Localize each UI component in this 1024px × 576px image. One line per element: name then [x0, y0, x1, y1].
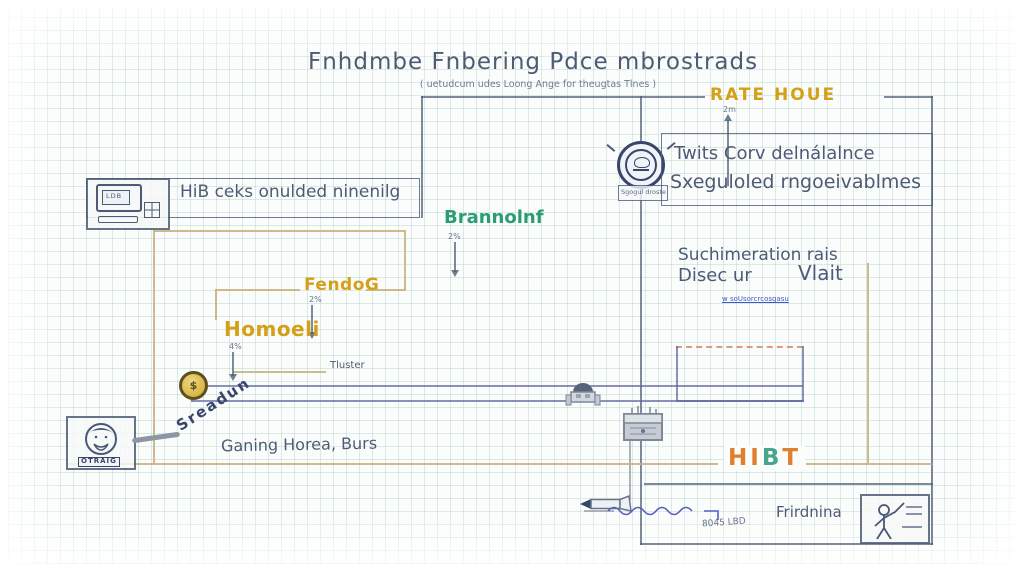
badge-seal-icon [617, 141, 665, 189]
robot-icon [565, 383, 601, 406]
dashed-top-wire [676, 346, 803, 348]
bus-wire-lower [191, 400, 804, 402]
monitor-screen-label: LDB [106, 192, 123, 200]
monitor-icon: LDB [90, 180, 168, 228]
frindning-label: Frirdnina [776, 503, 842, 521]
right-edge-wire [931, 96, 933, 545]
homoel-arrow-down-icon [229, 374, 237, 381]
suchimeration-line2-left: Disec ur [678, 265, 752, 286]
server-to-pen-wire [629, 441, 631, 500]
diagram-subtitle: ( uetudcum udes Loong Ange for theugtas … [419, 79, 657, 90]
title-box-left-wire [421, 96, 423, 218]
bottom-edge-wire [640, 543, 933, 545]
homoel-label: Homoeli [224, 317, 320, 341]
graph-paper-canvas: Fnhdmbe Fnbering Pdce mbrostrads ( uetud… [8, 8, 1016, 564]
branmlnf-annotation: 2% [448, 232, 461, 241]
frindning-annotation: 8045 LBD [701, 516, 747, 530]
homoel-arrow-wire [232, 352, 234, 376]
fendog-wire-left [215, 289, 300, 291]
signature-squiggle [607, 506, 719, 520]
server-icon [623, 406, 663, 441]
ganing-label: Ganing Horea, Burs [220, 433, 378, 456]
coin-icon: $ [179, 371, 208, 400]
monitor-caption: HiB ceks onulded ninenilg [180, 182, 401, 202]
tluster-wire [233, 371, 326, 373]
twits-box [661, 133, 933, 206]
bottom-strip-top-wire [644, 483, 933, 485]
hibt-part2: B [761, 445, 783, 471]
tan-right-vertical [404, 230, 406, 290]
badge-tick-left [606, 143, 616, 152]
bottom-tan-wire-left [68, 463, 718, 465]
arrow-up-icon [724, 114, 732, 121]
rate-arrow-wire [727, 120, 729, 186]
rate-houe-label: RATE HOUE [710, 85, 837, 105]
badge-caption: Sgogul droste [621, 188, 666, 196]
homoel-annotation: 4% [229, 342, 242, 351]
hibt-part1: HI [728, 445, 762, 471]
fendog-annotation: 2% [309, 295, 322, 304]
dashed-box-left-wire [676, 346, 678, 400]
fendog-wire-right [366, 289, 406, 291]
branmlnf-arrow-wire [454, 242, 456, 272]
branmlnf-label: Brannolnf [444, 207, 544, 228]
bottom-tan-wire-right [806, 463, 932, 465]
fendog-label: FendoG [304, 275, 380, 295]
diagram-title: Fnhdmbe Fnbering Pdce mbrostrads [308, 49, 759, 75]
tan-top-horizontal [153, 230, 405, 232]
top-wire-right [884, 96, 933, 98]
rate-annotation: 2m [723, 105, 736, 114]
twits-line2: Sxeguloled rngoeivablmes [670, 171, 921, 193]
top-wire-left [421, 96, 705, 98]
presenter-box [860, 494, 930, 544]
person-caption: OTRAIG [78, 457, 120, 467]
homoel-drop-wire [215, 289, 217, 320]
dashed-box-right-wire [802, 346, 804, 400]
hibt-label: HIBT [724, 445, 806, 472]
coin-symbol: $ [189, 379, 198, 392]
badge-caption-box: Sgogul droste [618, 185, 668, 201]
vlait-drop-wire [867, 263, 869, 463]
suchimeration-line1: Suchimeration rais [678, 245, 838, 265]
fendog-arrow-down-icon [308, 332, 316, 339]
person-avatar-icon [85, 423, 117, 455]
suchimeration-link: w soUsorcrcosgasu [722, 295, 789, 303]
presenter-drawing-icon [874, 502, 922, 540]
branmlnf-arrow-down-icon [451, 270, 459, 277]
fendog-arrow-wire [311, 305, 313, 334]
tan-left-vertical [153, 230, 155, 464]
twits-line1: Twits Corv delnálalnce [674, 143, 875, 164]
hibt-part3: T [782, 445, 802, 471]
person-connector [131, 431, 181, 444]
suchimeration-line2-right: Vlait [798, 261, 843, 285]
main-vertical-wire [640, 96, 642, 545]
tluster-label: Tluster [330, 360, 365, 371]
bus-wire-upper [206, 385, 803, 387]
